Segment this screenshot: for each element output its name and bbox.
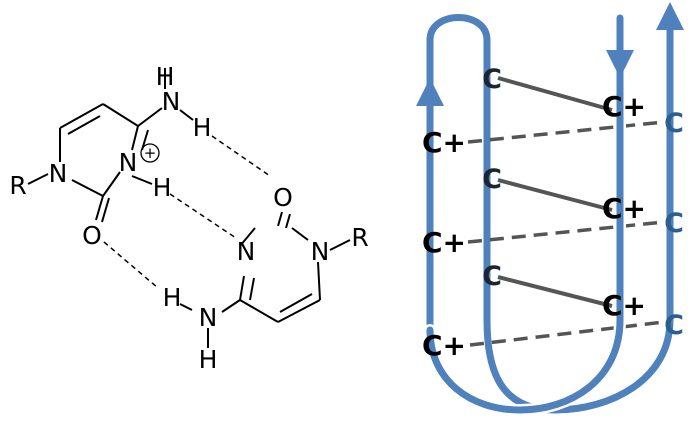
c-label-2: C [482, 164, 502, 195]
base-pair-bonds [497, 76, 613, 308]
positive-charge-label: + [144, 144, 157, 162]
strand-back-path [426, 14, 674, 414]
back-strands [424, 11, 676, 417]
c-label-6: C [664, 310, 684, 341]
atom-n3-bottom: N [237, 237, 256, 266]
c-label-3: C [482, 261, 502, 292]
atom-n-amino-bottom: N [199, 303, 218, 332]
c-plus-label-6: C+ [422, 329, 466, 362]
c-label-1: C [482, 64, 502, 95]
atom-r-top: R [9, 171, 26, 200]
bond-lines [27, 68, 351, 348]
atom-h-top: H [156, 62, 175, 91]
base-pair-structure: + H N H N H N R O O N N R H N H [9, 62, 368, 374]
c-label-4: C [664, 108, 684, 139]
c-plus-label-3: C+ [602, 289, 646, 322]
atom-h-amino-top: H [193, 113, 212, 142]
positive-charge-circle [140, 143, 160, 163]
c-plus-label-2: C+ [602, 192, 646, 225]
atom-n3-protonated: N [119, 148, 138, 177]
atom-r-bottom: R [351, 223, 368, 252]
atom-o-bottom: O [273, 183, 293, 212]
atom-h-n3: H [153, 173, 172, 202]
strand-front-path [426, 14, 624, 414]
front-strands [424, 12, 626, 417]
atom-o-top: O [82, 221, 102, 250]
atom-n1-bottom: N [311, 237, 330, 266]
c-plus-label-5: C+ [422, 226, 466, 259]
atom-n1-top: N [49, 159, 68, 188]
hemiprotonated-bonds [467, 120, 665, 347]
c-plus-label-1: C+ [602, 90, 646, 123]
c-plus-label-4: C+ [422, 126, 466, 159]
atom-h-bottom: H [199, 345, 218, 374]
atom-h-amino-bottom: H [163, 283, 182, 312]
hydrogen-bonds [103, 135, 271, 289]
atom-n-amino-top: N [162, 87, 181, 116]
c-label-5: C [664, 208, 684, 239]
